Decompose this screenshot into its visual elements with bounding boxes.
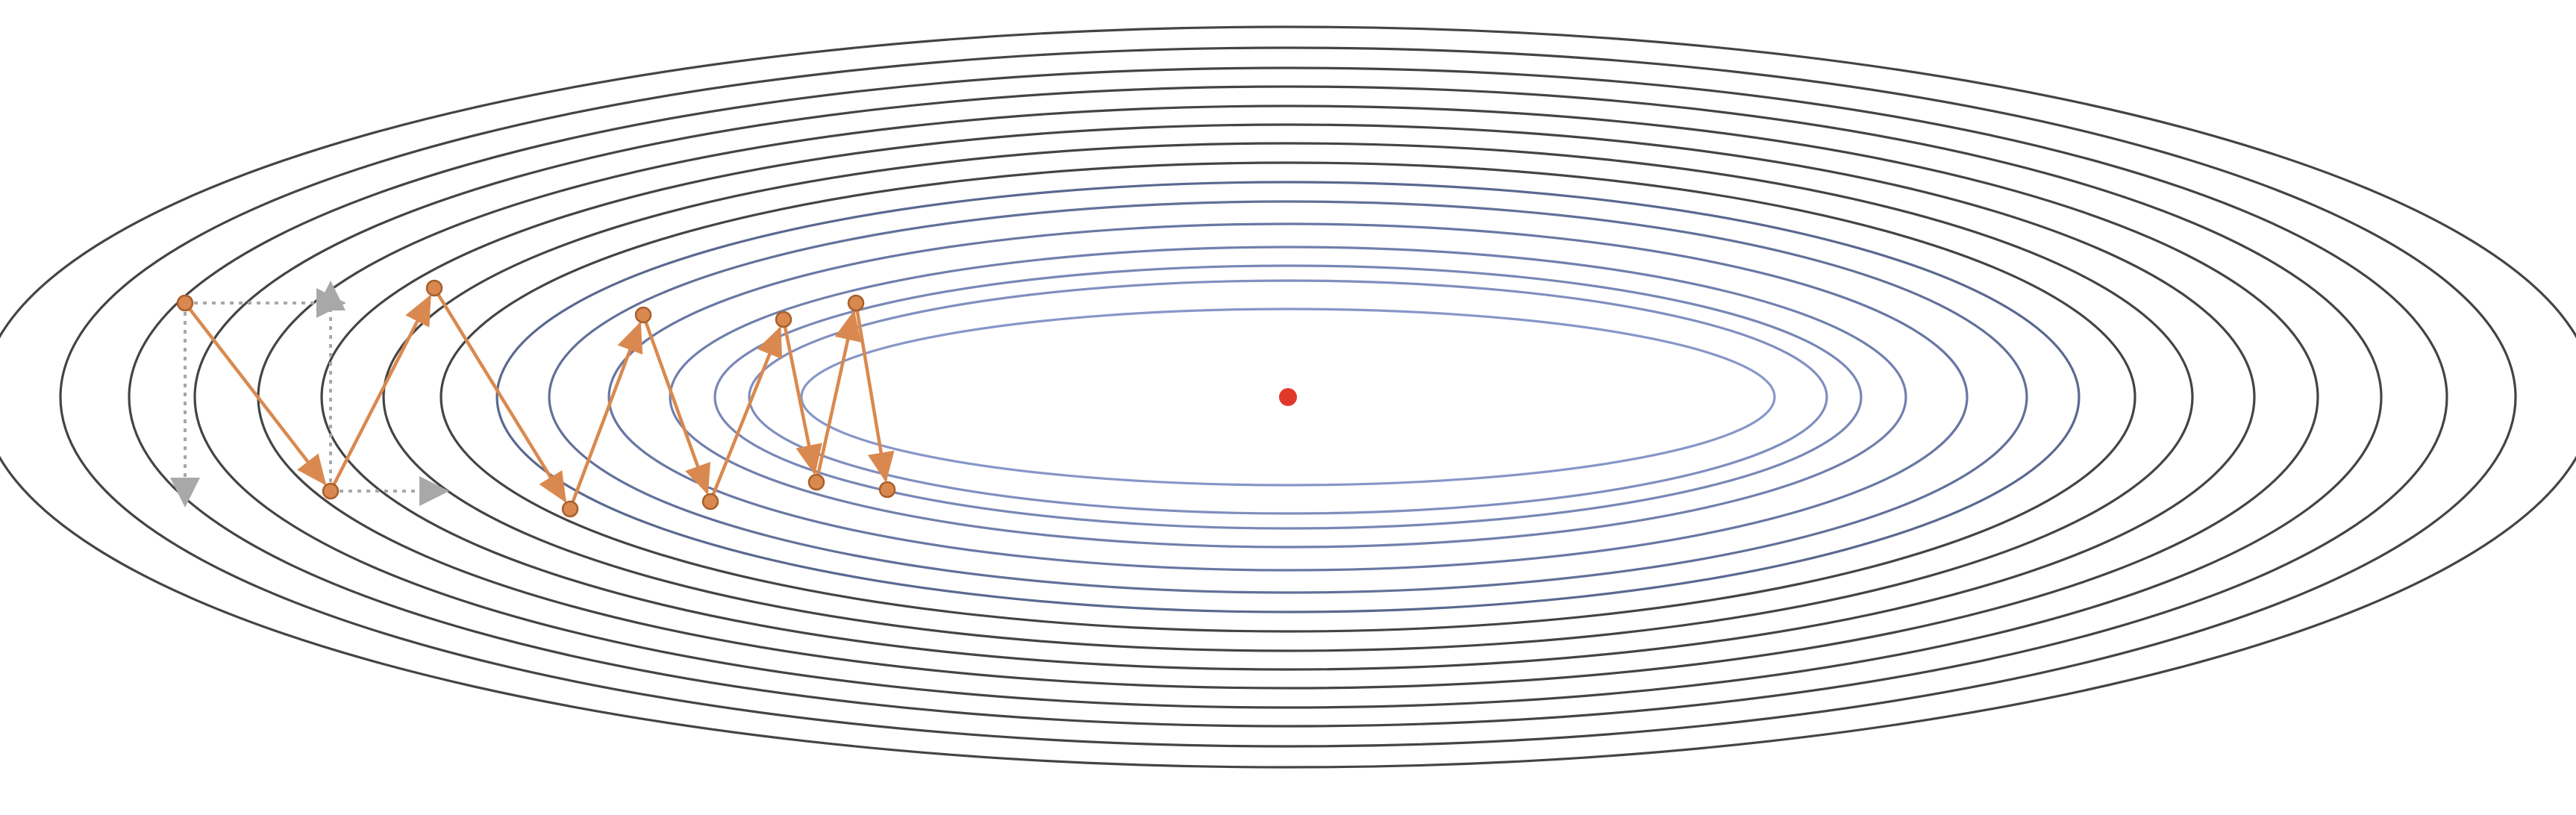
descent-step-arrow (854, 301, 895, 483)
contour-line (382, 142, 2194, 652)
contour-line (193, 85, 2383, 709)
gradient-component-arrows (170, 281, 449, 508)
contour-line (607, 222, 1969, 572)
descent-point (807, 473, 825, 491)
contour-line (440, 161, 2136, 633)
contour-lines (0, 25, 2576, 769)
contour-line (713, 264, 1863, 530)
descent-step-arrow (328, 294, 431, 493)
descent-point (176, 294, 194, 312)
descent-point (701, 493, 719, 510)
contour-line (548, 200, 2028, 594)
descent-step-arrow (568, 321, 643, 511)
descent-point (561, 500, 579, 518)
descent-step-arrow (814, 310, 861, 484)
descent-point (425, 279, 443, 297)
contour-line (320, 123, 2256, 671)
contour-line (495, 181, 2081, 613)
minimum-point (1279, 388, 1297, 406)
descent-point (878, 481, 896, 499)
contour-line (128, 66, 2448, 728)
descent-step-arrow (432, 286, 567, 503)
contour-line (669, 246, 1907, 549)
descent-path (183, 286, 895, 511)
contour-line (748, 279, 1828, 515)
descent-point (847, 294, 865, 312)
descent-point (775, 310, 793, 328)
descent-points (176, 279, 896, 518)
descent-point (322, 482, 340, 500)
descent-step-arrow (183, 301, 327, 486)
descent-step-arrow (708, 325, 783, 504)
descent-point (634, 306, 652, 324)
contour-line (800, 307, 1776, 487)
descent-step-arrow (781, 317, 822, 475)
contour-line (0, 25, 2576, 769)
contour-line (59, 46, 2517, 748)
descent-step-arrow (641, 313, 711, 496)
